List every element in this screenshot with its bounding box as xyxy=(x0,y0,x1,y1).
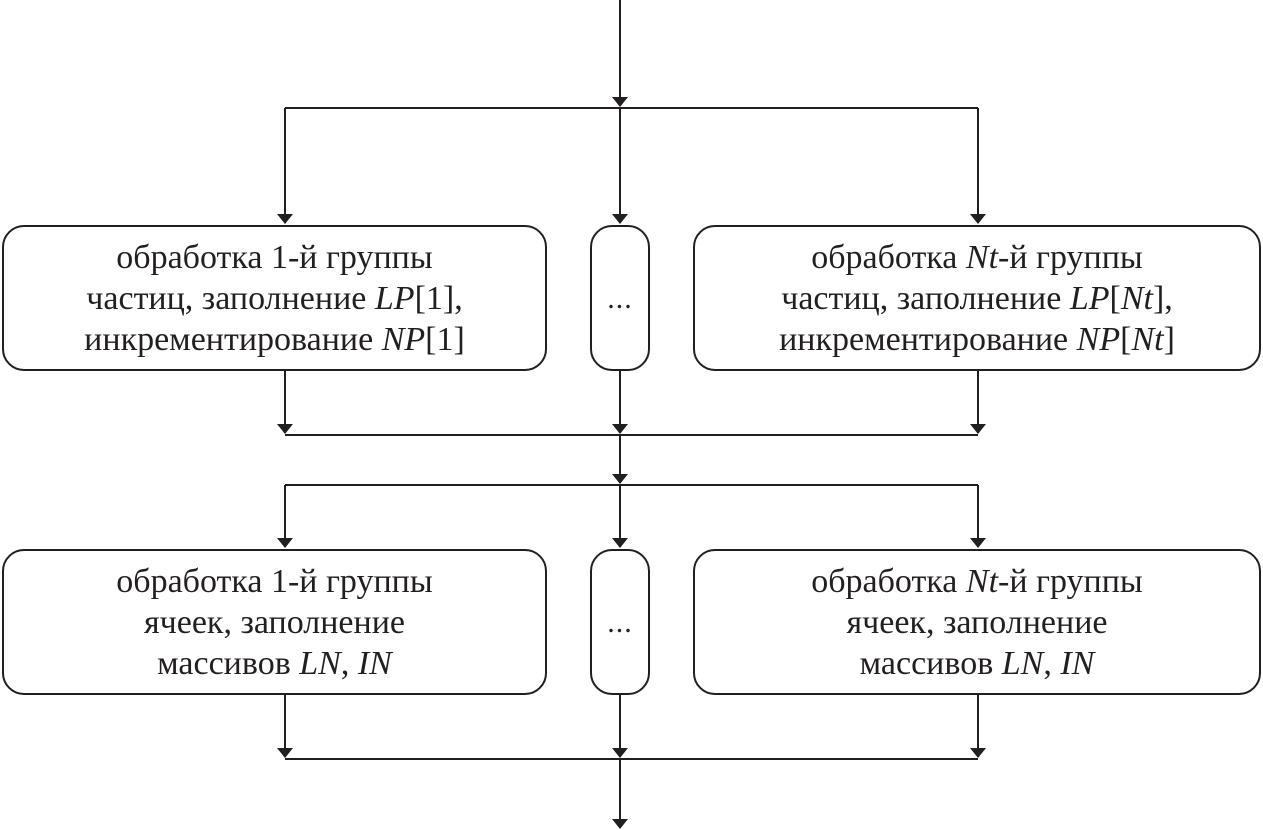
box-text: инкрементирование xyxy=(84,320,382,358)
variable-name: NP xyxy=(381,320,426,358)
ellipsis-text: ... xyxy=(607,281,633,315)
box-text: -й группы xyxy=(998,238,1143,276)
box-line: обработка 1-й группы xyxy=(116,237,432,278)
box-text: обработка 1-й группы xyxy=(116,238,433,276)
box-text: частиц, заполнение xyxy=(781,279,1070,317)
box-line: частиц, заполнение LP[Nt], xyxy=(781,278,1173,319)
variable-name: Nt xyxy=(965,238,999,276)
box-text: частиц, заполнение xyxy=(86,279,375,317)
variable-name: LP xyxy=(374,279,415,317)
cell-group-first-box: обработка 1-й группы ячеек, заполнение м… xyxy=(2,549,547,695)
cell-group-last-box: обработка Nt-й группы ячеек, заполнение … xyxy=(693,549,1261,695)
particle-group-ellipsis-box: ... xyxy=(590,225,650,371)
box-text: -й группы xyxy=(998,562,1143,600)
variable-name: LN xyxy=(299,644,341,682)
variable-name: Nt xyxy=(1120,279,1153,317)
box-line: ячеек, заполнение xyxy=(144,602,405,643)
variable-name: LN xyxy=(1001,644,1044,682)
cell-group-ellipsis-box: ... xyxy=(590,549,650,695)
box-text: ячеек, заполнение xyxy=(846,603,1108,641)
variable-name: Nt xyxy=(965,562,999,600)
box-line: массивов LN, IN xyxy=(860,643,1095,684)
box-text: [ xyxy=(1120,320,1132,358)
variable-name: IN xyxy=(357,644,392,682)
box-text: обработка 1-й группы xyxy=(116,562,433,600)
box-text: [ xyxy=(1109,279,1121,317)
box-text: ], xyxy=(1152,279,1173,317)
box-line: обработка Nt-й группы xyxy=(811,561,1143,602)
particle-group-first-box: обработка 1-й группы частиц, заполнение … xyxy=(2,225,547,371)
box-text: массивов xyxy=(157,644,300,682)
variable-name: Nt xyxy=(1131,320,1164,358)
box-text: инкрементирование xyxy=(779,320,1077,358)
box-line: массивов LN, IN xyxy=(157,643,392,684)
variable-name: NP xyxy=(1076,320,1121,358)
box-text: обработка xyxy=(811,562,966,600)
box-text: ячеек, заполнение xyxy=(144,603,405,641)
box-text: , xyxy=(1043,644,1061,682)
box-text: ] xyxy=(1163,320,1175,358)
box-line: инкрементирование NP[1] xyxy=(84,319,465,360)
box-text: [1] xyxy=(425,320,465,358)
ellipsis-text: ... xyxy=(607,605,633,639)
box-line: обработка Nt-й группы xyxy=(811,237,1143,278)
box-text: [1], xyxy=(414,279,463,317)
box-line: ячеек, заполнение xyxy=(847,602,1108,643)
particle-group-last-box: обработка Nt-й группы частиц, заполнение… xyxy=(693,225,1261,371)
box-text: массивов xyxy=(859,644,1002,682)
variable-name: LP xyxy=(1069,279,1110,317)
box-line: обработка 1-й группы xyxy=(116,561,432,602)
box-text: , xyxy=(340,644,358,682)
variable-name: IN xyxy=(1060,644,1095,682)
box-line: частиц, заполнение LP[1], xyxy=(86,278,462,319)
box-text: обработка xyxy=(811,238,966,276)
box-line: инкрементирование NP[Nt] xyxy=(779,319,1175,360)
